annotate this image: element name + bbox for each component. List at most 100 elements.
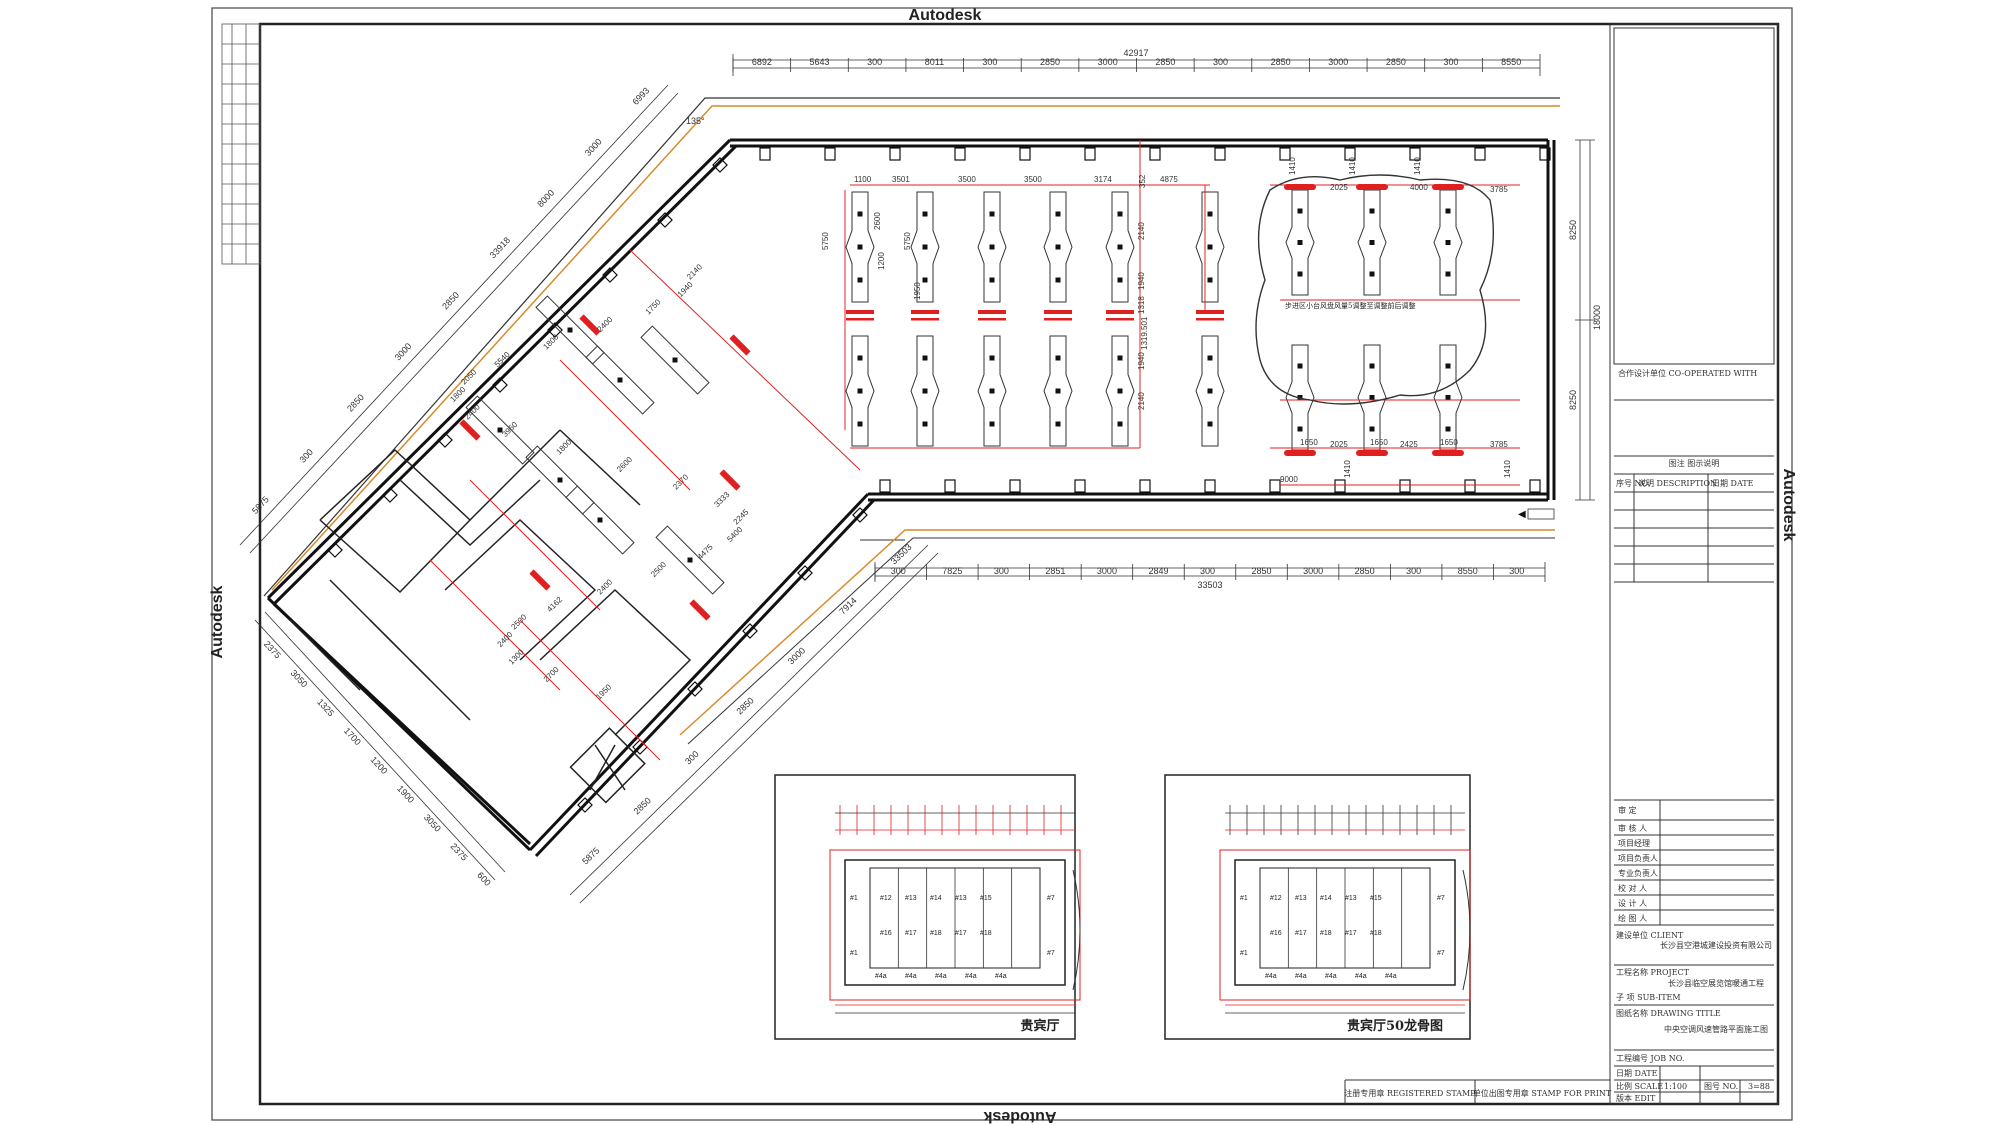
inner-dim-label: 3500 bbox=[1024, 175, 1042, 184]
dim-diagonal-label: 300 bbox=[683, 749, 701, 767]
inset-room-label: #12 bbox=[880, 895, 892, 902]
wall-column bbox=[547, 322, 563, 338]
inner-dim-label: 1410 bbox=[1348, 157, 1357, 175]
tb-project-label: 工程名称 PROJECT bbox=[1616, 967, 1690, 977]
dim-diagonal-label: 8000 bbox=[535, 188, 556, 209]
left-revision-table bbox=[221, 23, 261, 265]
dim-right-3: 8250 bbox=[1568, 390, 1578, 410]
wall-column bbox=[759, 147, 771, 161]
dim-diagonal-label: 6993 bbox=[630, 85, 651, 106]
diffuser-icon bbox=[567, 327, 573, 333]
tb-subitem: 子 项 SUB-ITEM bbox=[1616, 993, 1681, 1002]
inner-dim-label: 9000 bbox=[1280, 475, 1298, 484]
inset-room-label: #15 bbox=[1370, 895, 1382, 902]
diffuser-icon bbox=[1117, 355, 1123, 361]
wall-column bbox=[437, 432, 453, 448]
tb-stamp: 图注 图示说明 bbox=[1669, 458, 1720, 468]
wall-column bbox=[1084, 147, 1096, 161]
duct-branch-upper bbox=[1195, 191, 1225, 303]
diffuser-icon bbox=[1297, 363, 1303, 369]
duct-branch-upper bbox=[977, 191, 1007, 303]
diffuser-icon bbox=[672, 357, 678, 363]
diffuser-icon bbox=[1055, 355, 1061, 361]
red-damper-icon bbox=[719, 469, 741, 491]
inset-room-label: #4a bbox=[1325, 973, 1337, 980]
lower-outer-line bbox=[687, 537, 1555, 745]
inner-dim-label: 2050 bbox=[459, 367, 478, 386]
inset-room-label: #14 bbox=[1320, 895, 1332, 902]
diffuser-icon bbox=[922, 277, 928, 283]
dim-diagonal-label: 2375 bbox=[262, 639, 283, 660]
inner-dim-label: 1950 bbox=[594, 682, 613, 701]
diffuser-icon bbox=[857, 277, 863, 283]
duct-branch-upper bbox=[1105, 191, 1135, 303]
inner-dim-label: 5750 bbox=[903, 232, 912, 250]
diffuser-icon bbox=[989, 388, 995, 394]
right-dimension-chain bbox=[1575, 139, 1595, 501]
duct-branch-lower bbox=[1105, 335, 1135, 447]
diffuser-icon bbox=[1369, 426, 1375, 432]
dim-bottom-overall: 33503 bbox=[1197, 580, 1222, 590]
inset-room-label: #18 bbox=[1320, 930, 1332, 937]
inner-dim-label: 2025 bbox=[1330, 440, 1348, 449]
dim-bottom-segment: 2851 bbox=[1045, 566, 1065, 576]
tb-scale-label: 比例 SCALE bbox=[1616, 1081, 1663, 1091]
duct-branch-upper bbox=[910, 191, 940, 303]
inner-dim-label: 2140 bbox=[685, 262, 704, 281]
duct-branch-lower bbox=[910, 335, 940, 447]
duct-branch-lower bbox=[1043, 335, 1073, 447]
inner-dim-label: 1319.501 bbox=[1140, 316, 1149, 350]
inner-dim-label: 1100 bbox=[854, 175, 872, 184]
dim-top-segment: 2850 bbox=[1386, 57, 1406, 67]
diffuser-icon bbox=[1445, 240, 1451, 245]
wall-column bbox=[1409, 147, 1421, 161]
revision-cloud bbox=[1255, 174, 1494, 405]
red-damper-icon bbox=[1196, 310, 1224, 314]
dim-top-segment: 2850 bbox=[1040, 57, 1060, 67]
tb-sig-2: 审 核 人 bbox=[1618, 823, 1647, 833]
watermark-right: Autodesk bbox=[1780, 469, 1797, 542]
inset-room-label: #18 bbox=[930, 930, 942, 937]
dim-top-segment: 3000 bbox=[1328, 57, 1348, 67]
inner-dim-label: 2600 bbox=[873, 212, 882, 230]
lower-diagonal-dimension bbox=[569, 544, 939, 904]
diffuser-icon bbox=[1297, 426, 1303, 432]
inset-room-label: #1 bbox=[850, 895, 858, 902]
dim-diagonal-label: 1700 bbox=[342, 726, 363, 747]
wall-column bbox=[1214, 147, 1226, 161]
red-damper-icon bbox=[1044, 318, 1072, 321]
inset-room-label: #4a bbox=[1385, 973, 1397, 980]
duct-branch-upper bbox=[1357, 189, 1387, 296]
wall-column bbox=[1149, 147, 1161, 161]
tb-drawing-title: 中央空调风速管路平面施工图 bbox=[1664, 1024, 1768, 1034]
wall-column bbox=[1139, 479, 1151, 493]
red-damper-icon bbox=[729, 334, 751, 356]
dim-diagonal-label: 3050 bbox=[422, 812, 443, 833]
inset-room-label: #17 bbox=[1295, 930, 1307, 937]
dim-top-segment: 3000 bbox=[1098, 57, 1118, 67]
inset-left: #12#13#14#13#15#16#17#18#17#18#4a#4a#4a#… bbox=[774, 774, 1081, 1040]
interior-rooms bbox=[289, 429, 692, 804]
inner-dim-label: 2140 bbox=[1137, 222, 1146, 240]
wall-column bbox=[944, 479, 956, 493]
inset-room-label: #17 bbox=[1345, 930, 1357, 937]
inner-dim-label: 4475 bbox=[696, 542, 715, 561]
inset-room-label: #13 bbox=[955, 895, 967, 902]
diffuser-icon bbox=[989, 277, 995, 283]
cloud-note: 步进区小台风盘风量5调整至调整前后调整 bbox=[1285, 301, 1415, 310]
diffuser-icon bbox=[1055, 277, 1061, 283]
watermark-bottom: Autodesk bbox=[983, 1108, 1056, 1125]
diffuser-icon bbox=[1055, 211, 1061, 217]
inner-dim-label: 2400 bbox=[595, 315, 614, 334]
diffuser-icon bbox=[1369, 271, 1375, 277]
tb-sig-1: 审 定 bbox=[1618, 805, 1637, 815]
diffuser-icon bbox=[1297, 271, 1303, 277]
diffuser-icon bbox=[597, 517, 603, 523]
inset-room-label: #4a bbox=[965, 973, 977, 980]
red-damper-icon bbox=[846, 318, 874, 321]
wall-column bbox=[1269, 479, 1281, 493]
inset-room-label: #13 bbox=[905, 895, 917, 902]
inner-dim-label: 2500 bbox=[649, 560, 668, 579]
